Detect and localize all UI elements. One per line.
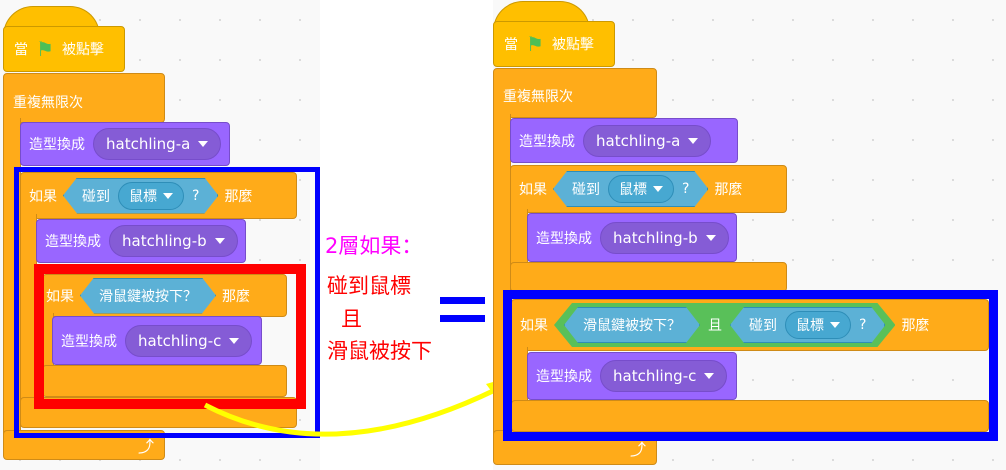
touching-sensor[interactable]: 碰到 鼠標?	[553, 171, 708, 207]
block-text: 造型換成	[519, 133, 575, 150]
block-text: 碰到	[82, 188, 110, 205]
loop-arrow-icon: ⤴	[629, 439, 646, 459]
dropdown-arrow-icon	[229, 337, 240, 344]
block-text: 如果	[520, 318, 548, 334]
note-touching: 碰到鼠標	[327, 274, 411, 298]
costume-dropdown[interactable]: hatchling-c	[125, 324, 253, 357]
switch-costume-c-block[interactable]: 造型換成 hatchling-c	[52, 316, 262, 365]
costume-dropdown[interactable]: hatchling-b	[109, 225, 238, 257]
forever-block[interactable]: 重複無限次	[493, 68, 657, 118]
block-text: 當	[14, 42, 28, 58]
mouse-down-sensor[interactable]: 滑鼠鍵被按下？	[564, 307, 700, 343]
mouse-down-sensor[interactable]: 滑鼠鍵被按下？	[80, 278, 216, 314]
block-text: 那麼	[714, 182, 743, 198]
blue-highlight-frame	[14, 167, 320, 438]
note-two-ifs: 2層如果：	[325, 234, 423, 258]
block-text: 被點擊	[551, 37, 594, 53]
red-highlight-frame	[34, 264, 306, 409]
costume-dropdown[interactable]: hatchling-a	[93, 128, 222, 160]
dropdown-value: 鼠標	[796, 318, 824, 334]
dropdown-arrow-icon	[214, 238, 225, 244]
block-text: 造型換成	[536, 230, 592, 247]
dropdown-value: hatchling-b	[122, 232, 207, 250]
if-inner-block[interactable]: 如果 滑鼠鍵被按下？ 那麼	[42, 274, 287, 317]
if-and-block[interactable]: 如果 滑鼠鍵被按下？ 且 碰到 鼠標? 那麼	[511, 299, 989, 351]
touching-dropdown[interactable]: 鼠標	[785, 311, 851, 339]
switch-costume-a-block[interactable]: 造型換成 hatchling-a	[20, 122, 230, 166]
note-mouse-down: 滑鼠被按下	[327, 339, 432, 363]
block-text: 造型換成	[29, 137, 85, 153]
note-and: 且	[341, 307, 362, 331]
block-text: 且	[708, 318, 722, 334]
dropdown-arrow-icon	[163, 193, 173, 199]
block-text: 造型換成	[61, 333, 117, 350]
forever-block[interactable]: 重複無限次	[3, 73, 165, 123]
block-text: 重複無限次	[13, 95, 83, 111]
dropdown-value: hatchling-b	[613, 228, 698, 247]
switch-costume-a-block[interactable]: 造型換成 hatchling-a	[510, 118, 738, 163]
costume-dropdown[interactable]: hatchling-c	[600, 360, 728, 392]
dropdown-value: hatchling-c	[138, 331, 222, 350]
block-text: 造型換成	[45, 234, 101, 250]
block-text: 重複無限次	[503, 89, 573, 105]
block-text: 造型換成	[536, 369, 592, 385]
dropdown-arrow-icon	[653, 186, 663, 192]
block-text: 碰到	[572, 182, 600, 198]
if-and-bottom	[511, 400, 989, 432]
block-text: ?	[192, 187, 200, 204]
dropdown-arrow-icon	[688, 137, 699, 144]
touching-sensor[interactable]: 碰到 鼠標?	[63, 178, 218, 214]
block-text: 那麼	[222, 288, 250, 305]
block-text: 碰到	[749, 318, 777, 334]
block-text: ?	[682, 181, 690, 197]
dropdown-arrow-icon	[705, 234, 716, 241]
block-text: 如果	[29, 188, 57, 205]
switch-costume-b-block[interactable]: 造型換成 hatchling-b	[527, 213, 737, 262]
block-text: 那麼	[224, 188, 253, 205]
costume-dropdown[interactable]: hatchling-b	[600, 221, 729, 254]
and-operator[interactable]: 滑鼠鍵被按下？ 且 碰到 鼠標?	[554, 303, 895, 347]
dropdown-value: 鼠標	[619, 182, 647, 198]
green-flag-icon: ⚑	[526, 32, 544, 56]
dropdown-value: 鼠標	[129, 188, 157, 205]
if-arm	[510, 209, 528, 265]
if-outer-block[interactable]: 如果 碰到 鼠標? 那麼	[20, 172, 297, 219]
costume-dropdown[interactable]: hatchling-a	[583, 124, 712, 157]
block-text: ?	[859, 317, 867, 333]
blue-highlight-frame	[503, 290, 998, 441]
block-text: 滑鼠鍵被按下？	[99, 288, 197, 305]
dropdown-value: hatchling-a	[106, 135, 191, 153]
touching-dropdown[interactable]: 鼠標	[608, 175, 674, 203]
dropdown-value: hatchling-a	[596, 131, 681, 150]
touching-sensor[interactable]: 碰到 鼠標?	[730, 307, 885, 343]
when-flag-clicked-block[interactable]: 當 ⚑ 被點擊	[493, 21, 615, 67]
block-text: 如果	[519, 182, 547, 198]
when-flag-clicked-block[interactable]: 當 ⚑ 被點擊	[3, 26, 125, 72]
dropdown-arrow-icon	[830, 322, 840, 328]
if-touching-block[interactable]: 如果 碰到 鼠標? 那麼	[510, 165, 787, 213]
block-text: 如果	[46, 288, 74, 305]
block-text: 被點擊	[61, 42, 104, 58]
if-inner-bottom	[42, 365, 287, 397]
block-text: 當	[504, 37, 518, 53]
dropdown-arrow-icon	[198, 141, 209, 147]
block-text: 滑鼠鍵被按下？	[583, 318, 681, 334]
switch-costume-c-block[interactable]: 造型換成 hatchling-c	[527, 352, 737, 400]
green-flag-icon: ⚑	[36, 37, 54, 61]
dropdown-arrow-icon	[704, 373, 715, 379]
dropdown-value: hatchling-c	[613, 367, 697, 385]
block-text: 那麼	[901, 318, 930, 334]
loop-arrow-icon: ⤴	[137, 437, 154, 456]
touching-dropdown[interactable]: 鼠標	[118, 182, 184, 210]
if-bottom	[510, 262, 787, 292]
switch-costume-b-block[interactable]: 造型換成 hatchling-b	[36, 219, 246, 263]
equals-sign: =	[440, 297, 485, 323]
